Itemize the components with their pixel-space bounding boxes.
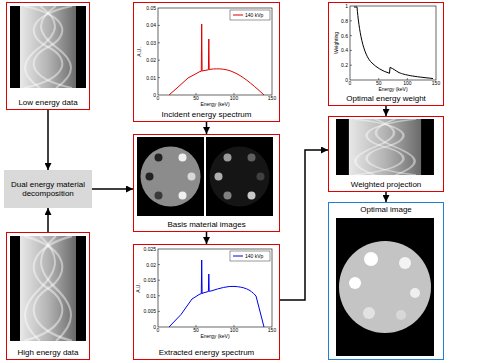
- phantom-image: [206, 137, 273, 216]
- image-panel: Low energy data: [6, 2, 90, 110]
- flow-arrow: [206, 122, 208, 134]
- axis-label: A.U.: [137, 47, 142, 57]
- tick-label: 0.025: [143, 247, 156, 252]
- tick-label: 0.005: [143, 309, 156, 314]
- sinogram-image: [10, 236, 86, 341]
- axis-label: Energy (keV): [200, 334, 229, 339]
- tick-label: 0.03: [146, 40, 156, 45]
- tick-label: 0.4: [341, 48, 348, 53]
- legend-text: 140 kVp: [245, 254, 263, 259]
- phantom-image: [336, 218, 434, 356]
- weight-plot: [350, 6, 436, 80]
- tick-label: 50: [193, 328, 199, 333]
- flow-arrow: [280, 150, 328, 300]
- tick-label: 0: [153, 93, 156, 98]
- sinogram-image: [336, 119, 434, 175]
- tick-label: 0.01: [146, 293, 156, 298]
- tick-label: 100: [403, 81, 411, 86]
- tick-label: 0.02: [146, 262, 156, 267]
- flow-arrow: [385, 192, 387, 202]
- tick-label: 0: [157, 328, 160, 333]
- tick-label: 0.6: [341, 33, 348, 38]
- flow-arrow: [206, 232, 208, 244]
- panel-label: Dual energy material decomposition: [4, 180, 92, 198]
- flow-arrow: [385, 106, 387, 116]
- tick-label: 0: [345, 78, 348, 83]
- panel-label: Optimal energy weight: [329, 94, 443, 103]
- tick-label: 100: [230, 328, 238, 333]
- tick-label: 150: [432, 81, 440, 86]
- axis-label: Weighting: [334, 32, 339, 54]
- tick-label: 0.04: [146, 23, 156, 28]
- tick-label: 150: [268, 328, 276, 333]
- image-panel: High energy data: [6, 232, 90, 360]
- tick-label: 0.01: [146, 75, 156, 80]
- tick-label: 0.05: [146, 6, 156, 11]
- spectrum-plot: [158, 249, 272, 327]
- tick-label: 0.2: [341, 63, 348, 68]
- flow-arrow: [47, 208, 49, 232]
- axis-label: Energy (keV): [200, 102, 229, 107]
- phantom-image: [137, 137, 204, 216]
- tick-label: 0: [153, 325, 156, 330]
- tick-label: 0.015: [143, 278, 156, 283]
- tick-label: 100: [230, 96, 238, 101]
- sinogram-image: [10, 6, 86, 88]
- panel-label: Low energy data: [7, 98, 89, 107]
- panel-label: Optimal image: [329, 205, 443, 214]
- result-panel: Optimal image: [328, 202, 444, 360]
- panel-label: Extracted energy spectrum: [134, 348, 279, 357]
- spectrum-plot: [158, 8, 272, 95]
- process-box: Dual energy material decomposition: [4, 170, 92, 208]
- tick-label: 1: [345, 4, 348, 9]
- panel-label: High energy data: [7, 348, 89, 357]
- panel-label: Weighted projection: [329, 180, 443, 189]
- image-panel: Weighted projection: [328, 116, 444, 192]
- tick-label: 0.02: [146, 58, 156, 63]
- panel-label: Basis material images: [134, 220, 279, 229]
- flow-arrow: [47, 110, 49, 170]
- flow-arrow: [92, 188, 133, 190]
- tick-label: 50: [376, 81, 382, 86]
- legend-text: 140 kVp: [245, 13, 263, 18]
- tick-label: 0: [349, 81, 352, 86]
- axis-label: Energy (keV): [378, 87, 407, 92]
- tick-label: 0: [157, 96, 160, 101]
- tick-label: 0.8: [341, 18, 348, 23]
- tick-label: 150: [268, 96, 276, 101]
- axis-label: A.U.: [136, 283, 141, 293]
- tick-label: 50: [193, 96, 199, 101]
- image-panel: Basis material images: [133, 134, 280, 232]
- panel-label: Incident energy spectrum: [134, 110, 279, 119]
